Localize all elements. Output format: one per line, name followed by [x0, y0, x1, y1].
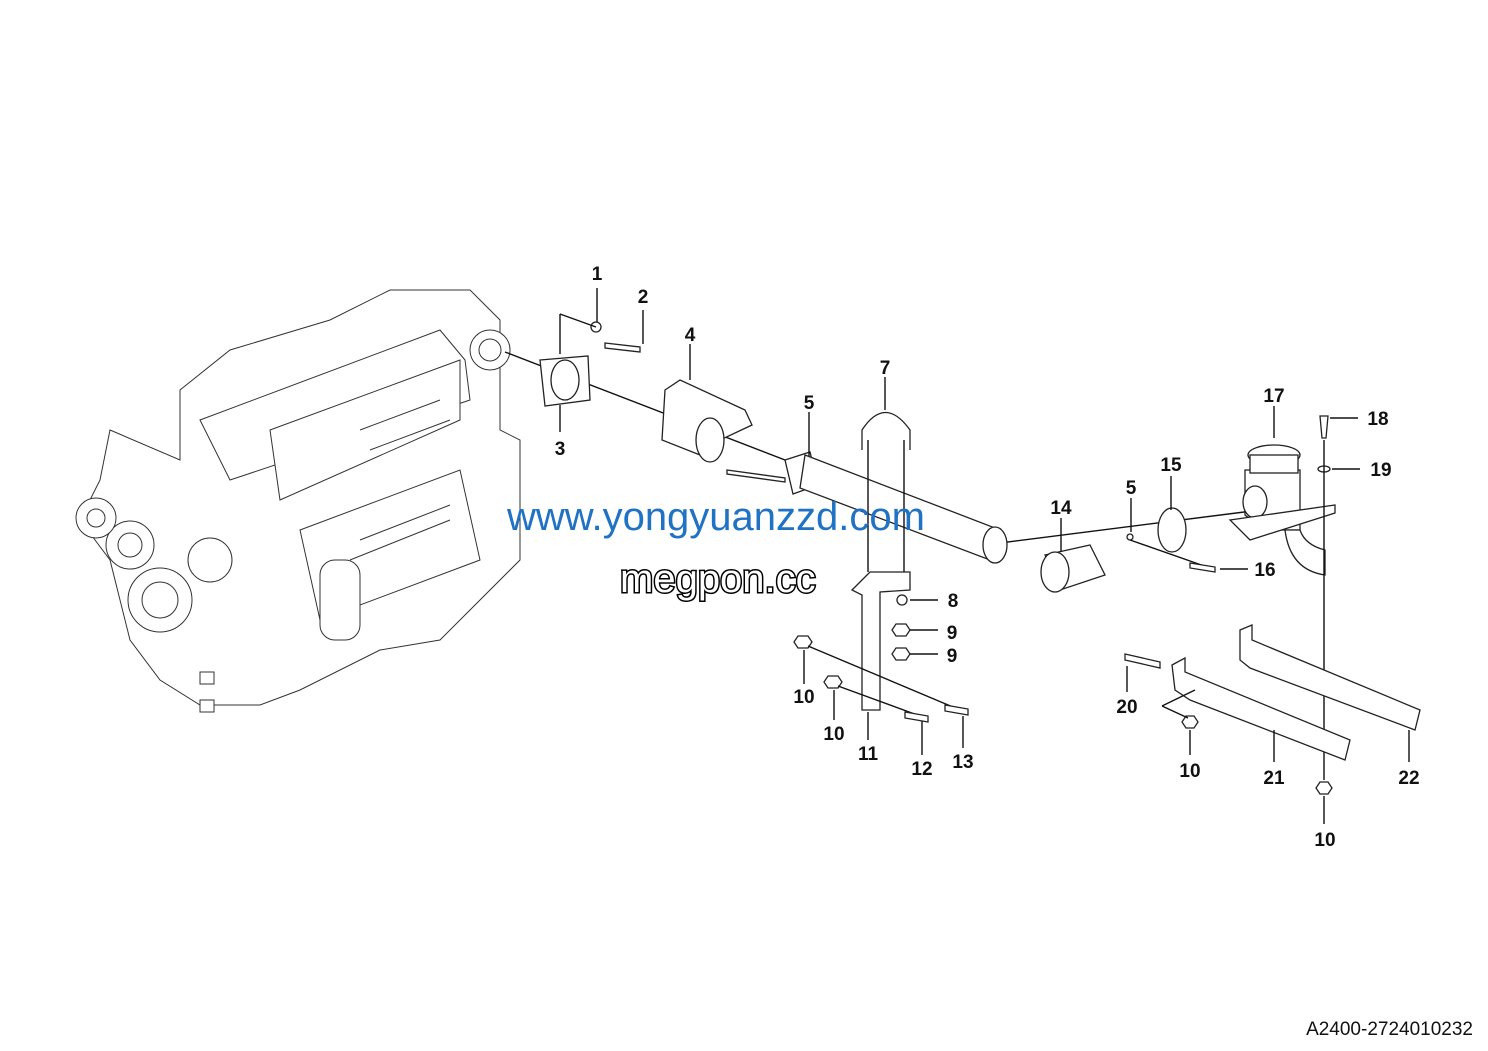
part-elbow — [1228, 444, 1336, 576]
callout-21: 21 — [1263, 768, 1285, 789]
drawing-code: A2400-2724010232 — [1306, 1019, 1473, 1040]
callout-5: 5 — [804, 393, 815, 414]
callout-13: 13 — [952, 752, 973, 773]
callout-4: 4 — [685, 325, 696, 346]
part-rails — [1171, 624, 1421, 761]
part-clamp — [1157, 507, 1187, 553]
callout-10: 10 — [823, 724, 844, 745]
callout-16: 16 — [1254, 560, 1275, 581]
callout-11: 11 — [858, 744, 879, 765]
part-sleeve — [1040, 544, 1106, 593]
callout-2: 2 — [638, 287, 649, 308]
part-exhaust-pipe — [726, 451, 1008, 564]
callout-10: 10 — [793, 687, 814, 708]
part-nut — [793, 635, 813, 649]
watermark-outline: megpon.cc — [620, 557, 816, 601]
callout-12: 12 — [911, 759, 932, 780]
callout-1: 1 — [592, 264, 603, 285]
watermark-url: www.yongyuanzzd.com — [506, 495, 925, 539]
part-bolt — [604, 342, 641, 353]
engine-illustration — [75, 289, 521, 713]
callout-17: 17 — [1263, 386, 1284, 407]
callout-20: 20 — [1116, 697, 1137, 718]
callout-7: 7 — [880, 358, 891, 379]
part-strap-bracket — [850, 377, 911, 711]
callout-5: 5 — [1126, 478, 1137, 499]
callout-10: 10 — [1314, 830, 1335, 851]
part-flange — [539, 355, 591, 407]
callout-18: 18 — [1367, 409, 1388, 430]
callout-22: 22 — [1398, 768, 1419, 789]
callout-15: 15 — [1160, 455, 1182, 476]
callout-9: 9 — [947, 623, 958, 644]
callout-10: 10 — [1179, 761, 1200, 782]
callout-19: 19 — [1370, 460, 1391, 481]
part-silencer — [661, 379, 753, 463]
callout-3: 3 — [555, 439, 566, 460]
callout-9: 9 — [947, 646, 958, 667]
callout-14: 14 — [1050, 498, 1072, 519]
callout-8: 8 — [948, 591, 959, 612]
